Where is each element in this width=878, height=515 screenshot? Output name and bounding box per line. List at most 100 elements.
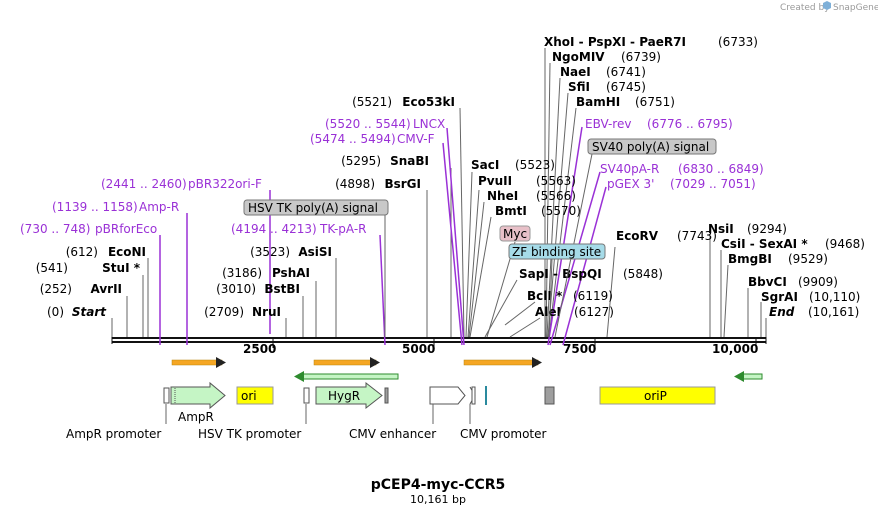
enzyme-name: BbvCI bbox=[748, 275, 787, 289]
feature-box-hsv-tk-polya: HSV TK poly(A) signal bbox=[243, 199, 389, 337]
enzyme-position: (6127) bbox=[574, 305, 614, 319]
enzyme-name: NruI bbox=[252, 305, 281, 319]
enzyme-name: SnaBI bbox=[390, 154, 429, 168]
ruler-tick-label: 2500 bbox=[243, 342, 276, 356]
enzyme-position: (541) bbox=[36, 261, 68, 275]
orange-arrow-3 bbox=[463, 357, 542, 368]
map-length: 10,161 bp bbox=[410, 493, 466, 506]
enzyme-position: (3523) bbox=[250, 245, 290, 259]
enzyme-position: (5570) bbox=[541, 204, 581, 218]
hygr-feature bbox=[315, 381, 383, 410]
primer-name: pBRforEco bbox=[95, 222, 157, 236]
feature-label-orip: oriP bbox=[644, 389, 667, 403]
enzyme-name: PshAI bbox=[272, 266, 310, 280]
features-row: AmpR ori HygR oriP bbox=[163, 381, 716, 424]
primer-name: EBV-rev bbox=[585, 117, 631, 131]
enzyme-name: BamHI bbox=[576, 95, 620, 109]
ampr-promoter-marker bbox=[163, 387, 170, 404]
feature-box-label: SV40 poly(A) signal bbox=[592, 140, 709, 154]
primer-name: TK-pA-R bbox=[319, 222, 367, 236]
enzyme-position: (7743) bbox=[677, 229, 717, 243]
primer-range: (730 .. 748) bbox=[20, 222, 90, 236]
enzyme-position: (5295) bbox=[341, 154, 381, 168]
enzyme-position: (5848) bbox=[623, 267, 663, 281]
ruler-tick-label: 7500 bbox=[563, 342, 596, 356]
orange-arrow-2 bbox=[313, 357, 380, 368]
enzyme-name: BmgBI bbox=[728, 252, 772, 266]
feature-label-hygr: HygR bbox=[328, 389, 360, 403]
primer-range: (6776 .. 6795) bbox=[647, 117, 733, 131]
enzyme-labels-right: SacI (5523) PvuII (5563) NheI (5566) Bmt… bbox=[471, 35, 865, 319]
enzyme-position: (5521) bbox=[352, 95, 392, 109]
enzyme-leader-lines bbox=[111, 48, 767, 338]
enzyme-name: NgoMIV bbox=[552, 50, 605, 64]
enzyme-position: (6741) bbox=[606, 65, 646, 79]
cmv-enhancer-feature bbox=[429, 386, 466, 405]
enzyme-position: (9529) bbox=[788, 252, 828, 266]
enzyme-name: SfiI bbox=[568, 80, 590, 94]
orip-feature bbox=[599, 386, 716, 405]
enzyme-name: NheI bbox=[487, 189, 518, 203]
enzyme-name: SgrAI bbox=[761, 290, 798, 304]
enzyme-name: NsiI bbox=[708, 222, 734, 236]
enzyme-position: (9468) bbox=[825, 237, 865, 251]
primer-name: CMV-F bbox=[397, 132, 435, 146]
enzyme-position: (252) bbox=[40, 282, 72, 296]
primer-name: Amp-R bbox=[139, 200, 179, 214]
enzyme-position: (4898) bbox=[335, 177, 375, 191]
enzyme-name: XhoI - PspXI - PaeR7I bbox=[544, 35, 686, 49]
enzyme-name: Start bbox=[72, 305, 107, 319]
primer-range: (4194 .. 4213) bbox=[231, 222, 317, 236]
enzyme-labels-left: (0) Start (252) AvrII (541) StuI * (612)… bbox=[36, 95, 455, 319]
enzyme-name: NaeI bbox=[560, 65, 591, 79]
primer-range: (7029 .. 7051) bbox=[670, 177, 756, 191]
brand-text: SnapGene bbox=[833, 3, 878, 13]
enzyme-position: (6751) bbox=[635, 95, 675, 109]
enzyme-name: BclI * bbox=[527, 289, 563, 303]
green-arrow-1 bbox=[294, 371, 399, 382]
enzyme-name: BsrGI bbox=[384, 177, 421, 191]
feature-box-label: HSV TK poly(A) signal bbox=[248, 201, 378, 215]
promoter-labels: AmpR promoter HSV TK promoter CMV enhanc… bbox=[66, 404, 547, 441]
enzyme-name: PvuII bbox=[478, 174, 512, 188]
enzyme-position: (9909) bbox=[798, 275, 838, 289]
enzyme-position: (6739) bbox=[621, 50, 661, 64]
map-title: pCEP4-myc-CCR5 bbox=[371, 477, 506, 493]
primer-range: (1139 .. 1158) bbox=[52, 200, 138, 214]
credit-text: Created by bbox=[780, 3, 830, 13]
feature-box-zf-binding: ZF binding site bbox=[508, 243, 606, 338]
enzyme-position: (5566) bbox=[536, 189, 576, 203]
enzyme-position: (6745) bbox=[606, 80, 646, 94]
enzyme-position: (0) bbox=[47, 305, 64, 319]
feature-label-ori: ori bbox=[241, 389, 257, 403]
enzyme-position: (6119) bbox=[573, 289, 613, 303]
primer-name: pBR322ori-F bbox=[188, 177, 262, 191]
enzyme-name: StuI * bbox=[102, 261, 141, 275]
feature-label-ampr: AmpR bbox=[178, 410, 214, 424]
ruler: 2500 5000 7500 10,000 bbox=[243, 338, 758, 356]
enzyme-position: (612) bbox=[66, 245, 98, 259]
primer-range: (2441 .. 2460) bbox=[101, 177, 187, 191]
enzyme-position: (3010) bbox=[216, 282, 256, 296]
enzyme-position: (6733) bbox=[718, 35, 758, 49]
enzyme-name: EcoRV bbox=[616, 229, 659, 243]
hsv-tk-promoter-marker bbox=[303, 387, 310, 404]
enzyme-name: EcoNI bbox=[108, 245, 146, 259]
ruler-tick-label: 10,000 bbox=[712, 342, 758, 356]
enzyme-position: (3186) bbox=[222, 266, 262, 280]
ruler-tick-label: 5000 bbox=[402, 342, 435, 356]
feature-box-myc: Myc bbox=[486, 225, 531, 338]
backbone bbox=[111, 336, 767, 344]
enzyme-name: AsiSI bbox=[298, 245, 332, 259]
promoter-label: CMV enhancer bbox=[349, 427, 436, 441]
orange-arrow-1 bbox=[171, 357, 226, 368]
primer-arrows bbox=[171, 357, 763, 382]
promoter-label: AmpR promoter bbox=[66, 427, 161, 441]
ampr-feature bbox=[170, 381, 226, 410]
primer-labels: (730 .. 748) pBRforEco (1139 .. 1158) Am… bbox=[20, 117, 764, 236]
enzyme-name: CsiI - SexAI * bbox=[721, 237, 808, 251]
enzyme-name: BstBI bbox=[264, 282, 300, 296]
sv40-polya-marker bbox=[544, 386, 555, 405]
feature-box-label: Myc bbox=[503, 227, 527, 241]
